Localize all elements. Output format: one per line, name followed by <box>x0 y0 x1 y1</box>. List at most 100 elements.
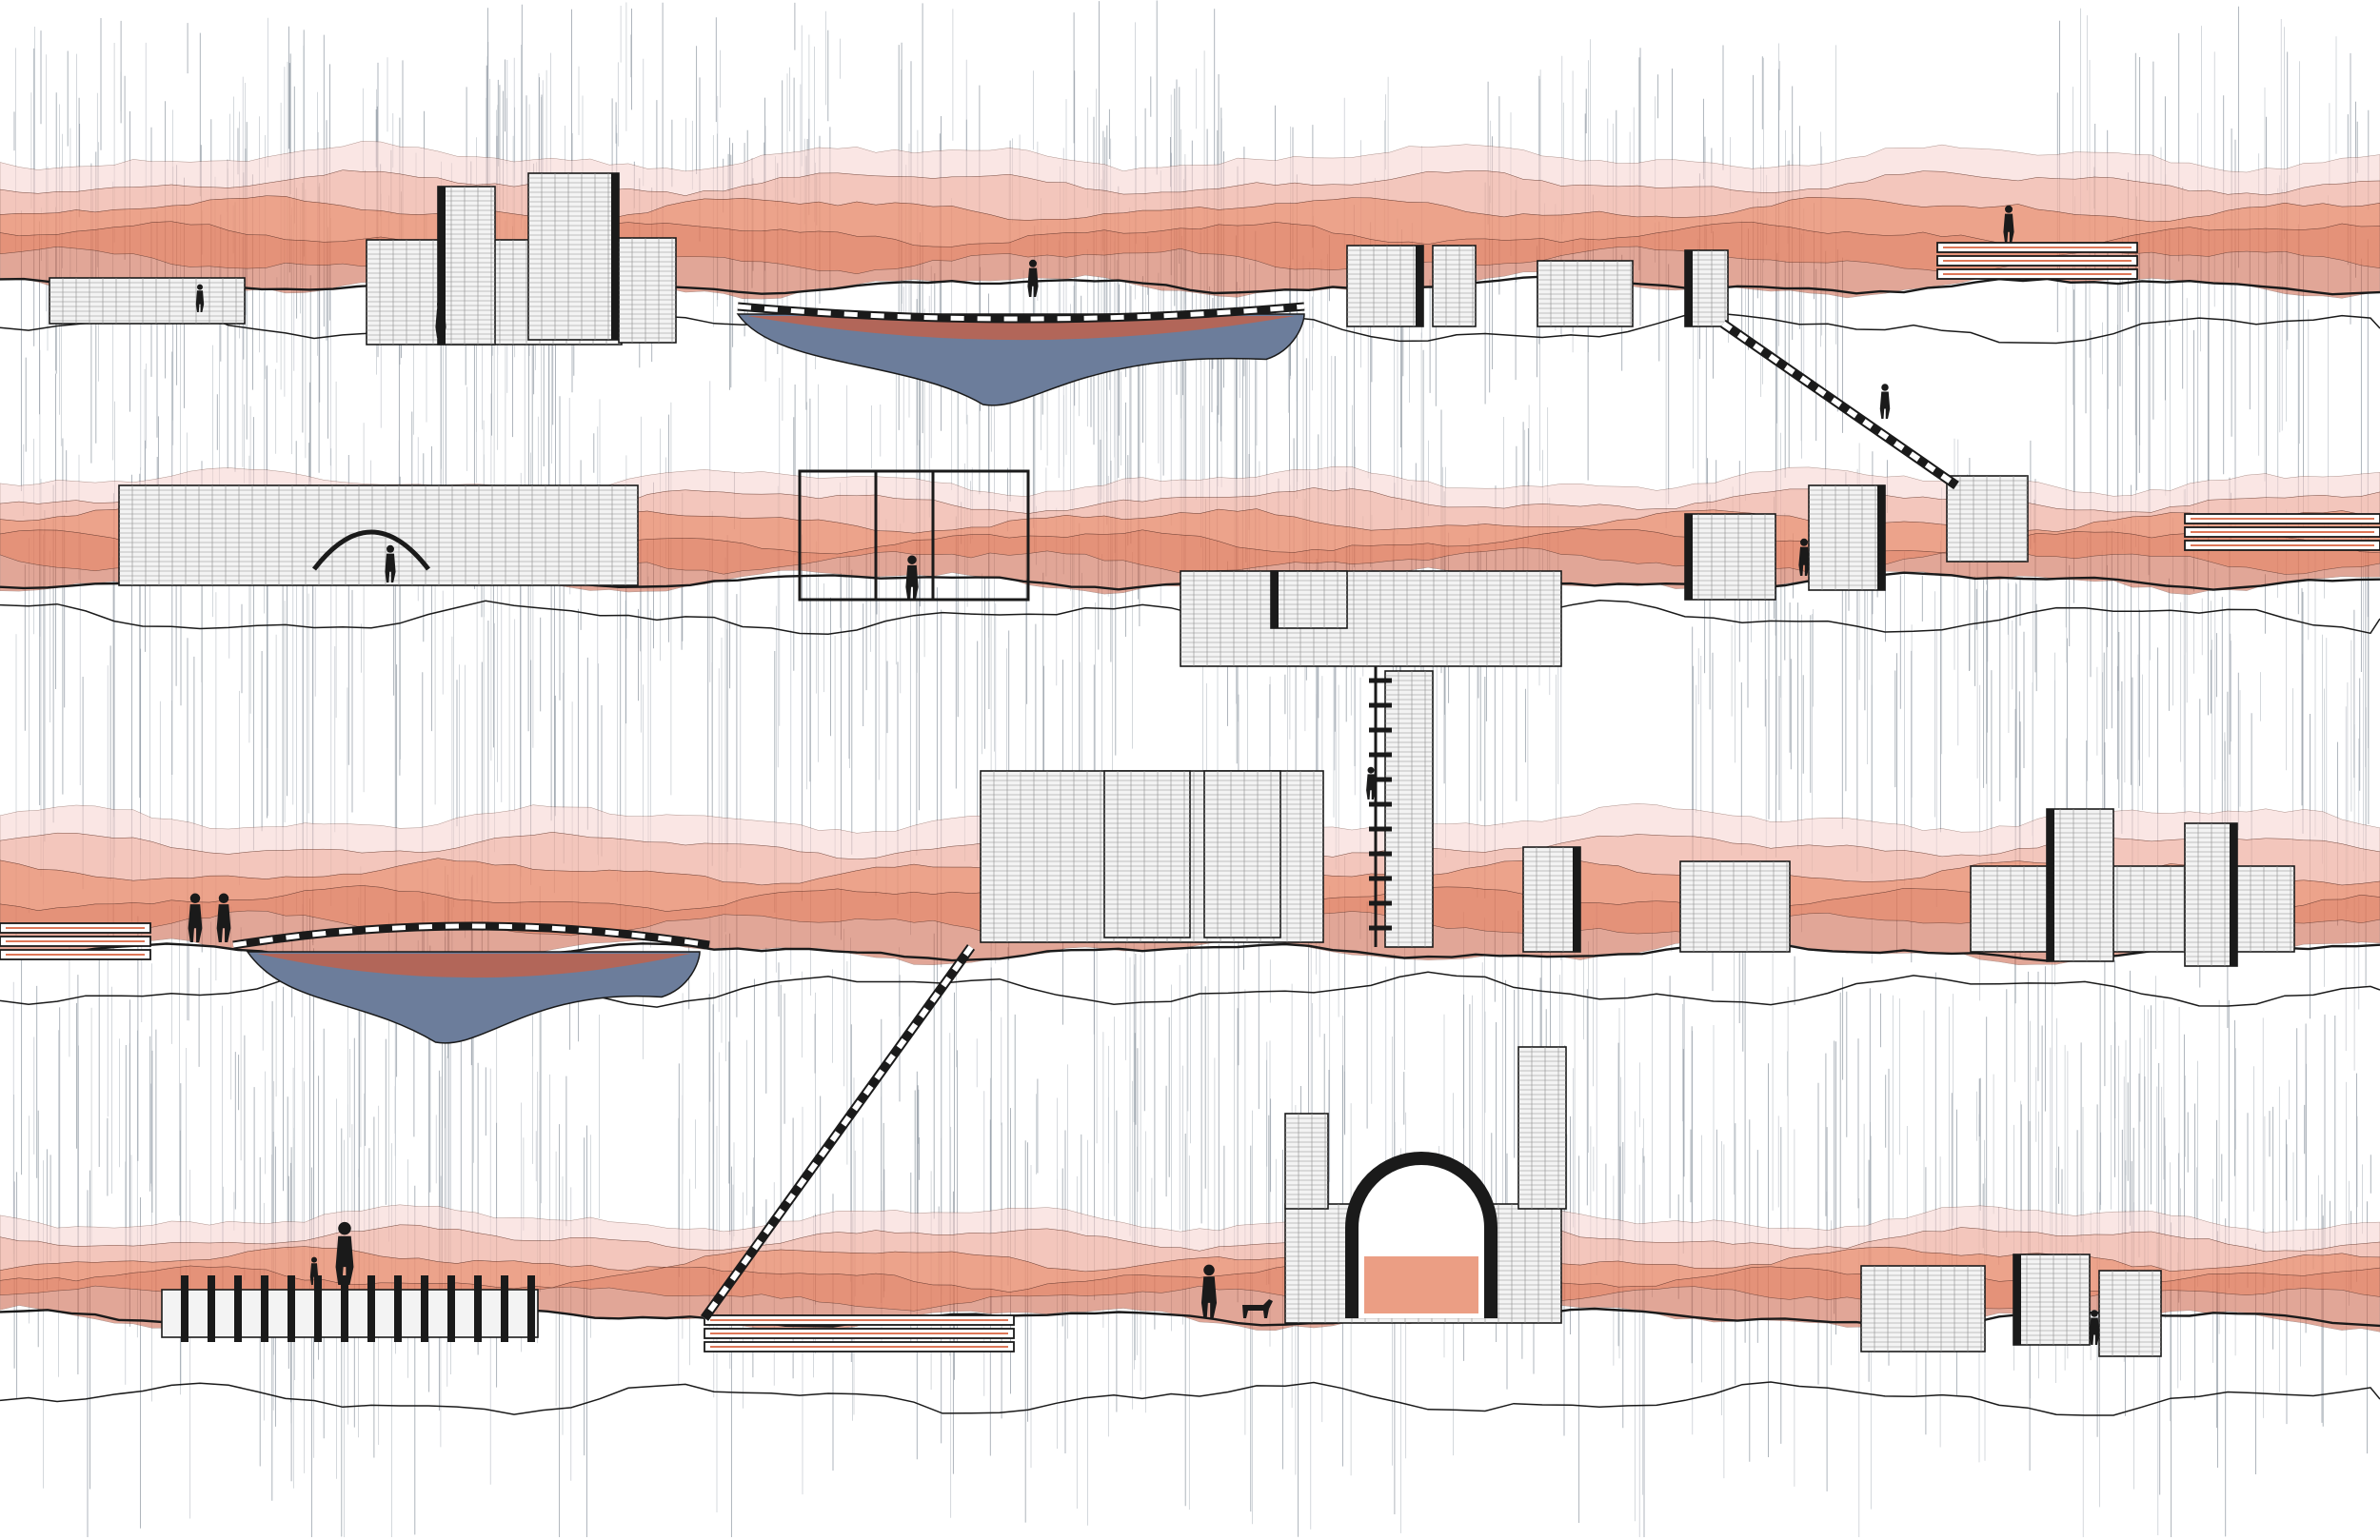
stacked-deck <box>2184 513 2380 551</box>
low-platform <box>49 277 246 325</box>
ruin-tower <box>1103 770 1191 938</box>
head <box>311 1256 317 1263</box>
figure-group <box>188 205 2100 1345</box>
block-hatch <box>1347 246 1423 326</box>
water-body <box>736 313 1305 406</box>
column-dark <box>2047 809 2054 961</box>
head <box>338 1221 351 1235</box>
person-walking <box>1798 538 1810 576</box>
block-c <box>2098 1270 2162 1357</box>
section-strip-4 <box>0 1046 2380 1416</box>
pier-post <box>421 1275 428 1342</box>
head <box>1029 259 1037 267</box>
block-a <box>1346 245 1424 327</box>
tall-block <box>2046 808 2114 962</box>
head <box>437 300 445 308</box>
pier-post <box>367 1275 375 1342</box>
tall-block-b <box>2184 822 2238 967</box>
block-hatch <box>619 238 676 343</box>
head <box>387 544 394 553</box>
sunken-block-tall <box>1270 570 1348 629</box>
block-group <box>1970 865 2295 953</box>
block-hatch <box>1685 514 1775 600</box>
couple-walking <box>188 893 203 942</box>
block-group-c <box>1946 475 2029 563</box>
block-group-a <box>1684 513 1776 601</box>
pier-post <box>394 1275 402 1342</box>
pier-post <box>501 1275 508 1342</box>
body <box>1200 1276 1218 1318</box>
arch <box>312 529 430 571</box>
person-standing <box>435 300 446 338</box>
column-dark <box>1877 485 1885 590</box>
head <box>2091 1310 2098 1317</box>
block-hatch <box>2013 1254 2090 1345</box>
block-hatch <box>1104 771 1190 938</box>
person-walking <box>2003 205 2014 243</box>
block-a <box>1522 846 1581 953</box>
body <box>385 553 396 582</box>
block-hatch <box>1537 261 1633 326</box>
stair-treads <box>702 945 974 1320</box>
pier-deck <box>161 1275 539 1342</box>
ruin-column-b <box>1284 1113 1329 1210</box>
body <box>195 290 205 312</box>
block-outline <box>437 186 496 346</box>
reservoir-sediment <box>257 954 690 978</box>
reservoir <box>246 951 701 1044</box>
section-strip-3 <box>0 670 2380 1044</box>
body <box>188 904 203 942</box>
block-hatch <box>2185 823 2237 966</box>
stair-treads <box>1721 321 1958 488</box>
head <box>1800 538 1808 546</box>
head <box>1367 766 1375 774</box>
column-dark <box>1573 847 1580 952</box>
person-crouching <box>2089 1310 2100 1345</box>
block-outline <box>118 484 639 586</box>
body <box>1879 391 1891 419</box>
column-dark <box>2230 823 2237 966</box>
reservoir-sediment <box>747 316 1295 341</box>
body <box>2089 1317 2100 1345</box>
family <box>335 1221 354 1285</box>
stacked-deck <box>1936 242 2138 280</box>
bridge <box>232 921 710 950</box>
block-hatch <box>1947 476 2028 562</box>
block-outline <box>1346 245 1424 327</box>
arch-view <box>1364 1256 1478 1313</box>
block-outline <box>1432 245 1477 327</box>
block-outline <box>2013 1254 2091 1346</box>
block-outline <box>1537 260 1634 327</box>
block-outline <box>1679 860 1791 953</box>
section-strip-2 <box>0 466 2380 667</box>
person-walking <box>1879 384 1891 419</box>
head <box>197 284 203 290</box>
pier-post <box>234 1275 242 1342</box>
block-hatch <box>1809 485 1885 590</box>
block-hatch <box>119 485 638 585</box>
block-b <box>2013 1254 2091 1346</box>
block-b <box>1432 245 1477 327</box>
long-hall <box>118 484 639 586</box>
couple-walking <box>216 893 231 942</box>
connector-group <box>700 319 1959 1321</box>
pier-post <box>341 1275 348 1342</box>
block-a <box>1860 1265 1986 1352</box>
arch-ruin <box>1345 1152 1497 1318</box>
ruin-column <box>1517 1046 1567 1210</box>
head <box>907 555 917 564</box>
block-b <box>1679 860 1791 953</box>
block-group-b <box>1808 484 1886 591</box>
block-hatch <box>1523 847 1580 952</box>
block-hatch <box>1204 771 1280 938</box>
stair-3 <box>700 944 976 1321</box>
block-hatch <box>528 173 619 340</box>
person-climbing <box>1366 766 1376 800</box>
column-dark <box>1685 250 1693 326</box>
block-d <box>1684 249 1729 327</box>
pier-post <box>288 1275 295 1342</box>
stair-1 <box>1720 319 1959 490</box>
body <box>1027 267 1039 297</box>
person-standing <box>905 555 919 600</box>
block-hatch <box>1518 1047 1566 1209</box>
